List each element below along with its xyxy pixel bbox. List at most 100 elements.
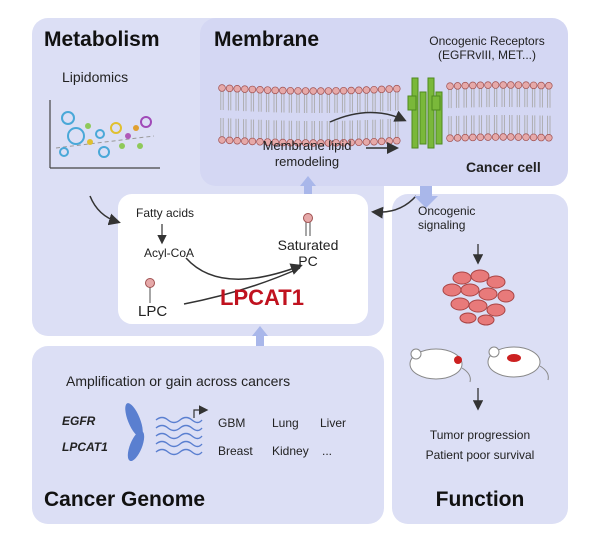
- lipid-head: [476, 81, 485, 89]
- lipid-tail: [303, 93, 308, 140]
- lipid-head: [324, 87, 333, 95]
- lipid-head: [484, 133, 492, 141]
- cancer-type-breast: Breast: [218, 444, 253, 458]
- acyl-coa-label: Acyl-CoA: [144, 246, 195, 260]
- membrane-title: Membrane: [214, 28, 320, 51]
- lipid-tail: [364, 93, 369, 140]
- lipid-tail: [547, 88, 551, 135]
- lipidomics-label: Lipidomics: [62, 69, 129, 85]
- lipid-head: [263, 86, 272, 94]
- lipid-tail: [478, 88, 483, 135]
- lipid-tail: [531, 88, 536, 135]
- lipid-head: [218, 136, 226, 144]
- lipid-head: [241, 85, 249, 93]
- lipid-tail: [387, 92, 391, 139]
- tumor-cell-cluster: [442, 269, 515, 326]
- lipid-head: [256, 138, 264, 146]
- lipid-head: [385, 85, 393, 93]
- lipid-head: [507, 81, 515, 89]
- lpc-label: LPC: [138, 303, 168, 320]
- lipid-tail: [220, 91, 224, 137]
- lipid-tail: [250, 92, 255, 139]
- lipid-head: [301, 139, 310, 147]
- lipid-head: [469, 81, 477, 90]
- lipid-head: [491, 133, 500, 141]
- lipid-head: [499, 81, 507, 89]
- chromosome-icon: [125, 403, 145, 462]
- lipid-head: [393, 84, 401, 93]
- fatty-acids-label: Fatty acids: [136, 206, 195, 220]
- lipid-tail: [372, 92, 376, 139]
- lipid-head: [241, 137, 249, 145]
- remodeling-label-line2: remodeling: [274, 154, 340, 169]
- lipid-head: [529, 81, 538, 90]
- receptors-label-line2: (EGFRvIII, MET...): [438, 48, 536, 62]
- lipid-tail: [349, 93, 353, 140]
- lipid-head: [491, 81, 500, 89]
- membrane-bilayer: [218, 81, 553, 147]
- lipid-head: [339, 86, 348, 95]
- signaling-label-line1: Oncogenic: [418, 204, 476, 218]
- tumor-progression-label: Tumor progression: [429, 428, 531, 442]
- saturated-pc-line2: PC: [298, 253, 318, 269]
- lipid-head: [355, 138, 363, 147]
- lipid-head: [271, 86, 279, 95]
- lipid-head: [370, 137, 378, 146]
- lipid-head: [476, 133, 485, 141]
- lipid-head: [309, 139, 317, 147]
- cancer-type-kidney: Kidney: [272, 444, 309, 458]
- lipid-head: [347, 86, 355, 95]
- saturated-pc-lipid-icon: [303, 213, 313, 236]
- lipid-head: [279, 138, 287, 147]
- lipid-tail: [311, 93, 315, 140]
- lipid-head: [377, 85, 386, 94]
- lipid-head: [545, 134, 553, 142]
- lipid-tail: [265, 93, 270, 140]
- lipid-head: [309, 87, 317, 95]
- lipid-head: [545, 82, 553, 90]
- lipidomics-scatter-plot: [49, 100, 160, 169]
- lipid-head: [248, 137, 257, 146]
- cancer-type-gbm: GBM: [218, 416, 246, 430]
- lipid-tail: [493, 88, 498, 135]
- lipid-tail: [296, 93, 300, 140]
- lipid-head: [446, 82, 454, 90]
- lipid-head: [324, 139, 333, 147]
- genome-panel: [32, 346, 384, 524]
- lipid-tail: [448, 89, 452, 136]
- lipid-head: [499, 133, 507, 141]
- lipid-head: [218, 84, 226, 92]
- oncogenic-receptors: [407, 77, 443, 149]
- genome-title: Cancer Genome: [44, 488, 206, 511]
- lipid-tail: [395, 91, 399, 138]
- lipid-head: [469, 133, 477, 142]
- lipid-head: [233, 137, 241, 145]
- lipid-head: [537, 133, 545, 142]
- lipid-head: [453, 134, 462, 142]
- lipid-head: [514, 81, 523, 89]
- lipid-head: [522, 133, 530, 141]
- lipid-tail: [463, 88, 467, 135]
- lipid-tail: [539, 88, 543, 135]
- amplification-label: Amplification or gain across cancers: [66, 373, 291, 389]
- lipid-head: [225, 136, 234, 145]
- lipid-tail: [516, 88, 521, 135]
- lipid-head: [286, 86, 295, 95]
- lipid-head: [294, 139, 302, 147]
- mouse-icon-right: [487, 346, 549, 381]
- connector-arrows: [252, 176, 438, 346]
- lipid-head: [537, 81, 545, 90]
- lipid-head: [263, 138, 272, 146]
- cancer-type-liver: Liver: [320, 416, 347, 430]
- lipid-head: [225, 84, 234, 93]
- lipid-tail: [471, 88, 475, 135]
- gene-egfr-label: EGFR: [62, 414, 96, 428]
- lipid-head: [461, 81, 469, 90]
- lipid-tail: [235, 91, 239, 138]
- saturated-pc-line1: Saturated: [277, 237, 339, 253]
- lipid-tail: [273, 93, 277, 140]
- lpcat1-label: LPCAT1: [220, 285, 304, 310]
- dna-strands-icon: [155, 416, 203, 456]
- lipid-tail: [501, 88, 505, 135]
- function-title: Function: [435, 488, 525, 511]
